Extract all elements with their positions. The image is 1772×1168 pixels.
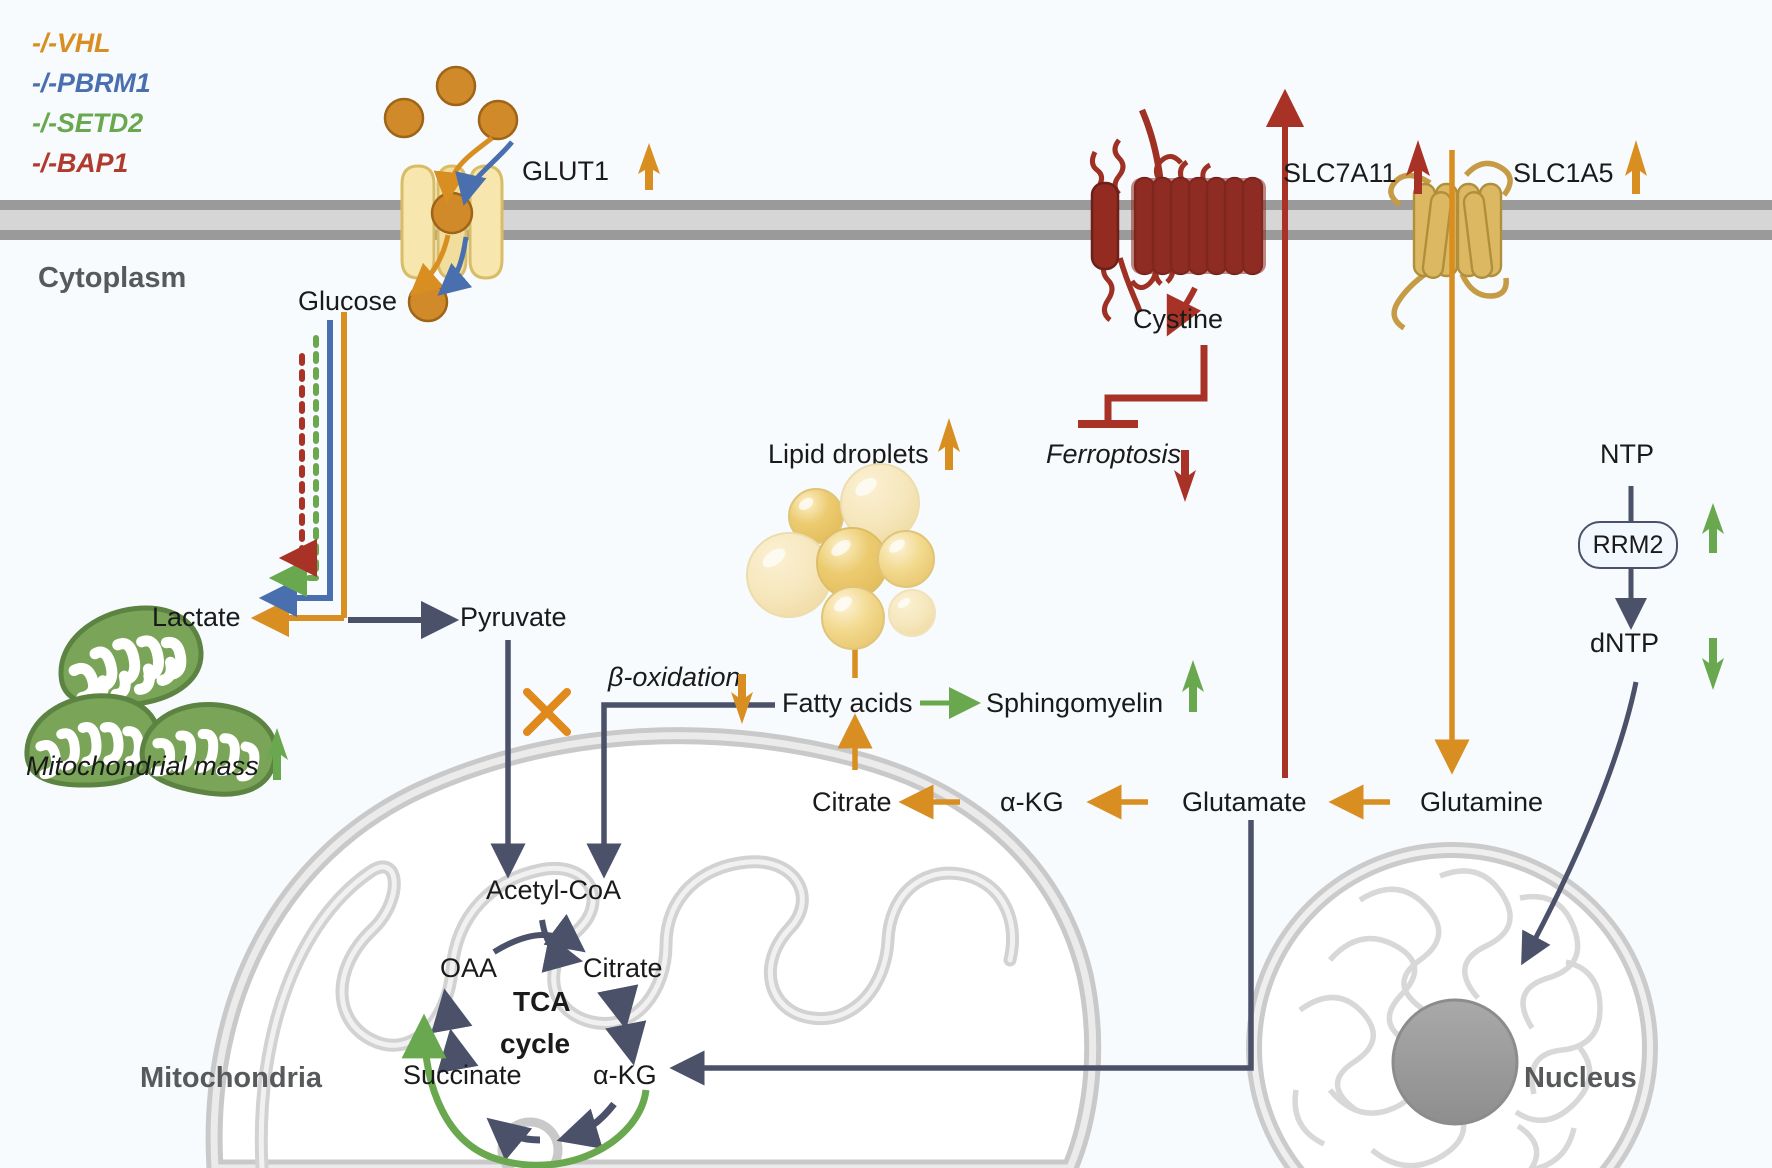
citrate-to-acetylcoa (586, 702, 775, 879)
block-x-icon (523, 688, 571, 736)
process-label-lipid-droplets: Lipid droplets (768, 439, 929, 469)
process-label-ferroptosis: Ferroptosis (1046, 439, 1182, 469)
metabolite-label-citrate-cytosolic: Citrate (812, 787, 892, 817)
metabolite-label-cystine: Cystine (1133, 304, 1224, 334)
legend-item-setd2: -/-SETD2 (32, 108, 143, 138)
tca-cycle-arrows (401, 913, 650, 1168)
compartment-label-mitochondria: Mitochondria (140, 1062, 323, 1094)
process-label-mitochondrial-mass: Mitochondrial mass (26, 751, 259, 781)
annotation-glut1-up-arrow (638, 143, 660, 190)
legend-item-vhl: -/-VHL (32, 28, 111, 58)
transporter-label-slc1a5: SLC1A5 (1513, 158, 1614, 188)
annotation-dntp-down-arrow (1702, 638, 1724, 690)
glycolysis-flux-lines (250, 312, 460, 640)
annotation-lipid-droplets-up-arrow (938, 418, 960, 470)
metabolite-label-akg-mito: α-KG (593, 1060, 657, 1090)
tca-cycle-label-line2: cycle (500, 1028, 571, 1059)
slc7a11-flux (1166, 88, 1305, 778)
glut1-transport-arrows (409, 136, 514, 296)
metabolite-label-dntp: dNTP (1590, 628, 1660, 658)
metabolite-label-ntp: NTP (1600, 439, 1654, 469)
metabolite-label-akg-cytosolic: α-KG (1000, 787, 1064, 817)
mitochondrion-organelle (205, 727, 1102, 1168)
nucleus-organelle (1246, 842, 1658, 1168)
metabolite-label-glutamate: Glutamate (1182, 787, 1307, 817)
annotation-beta-oxidation-down-arrow (731, 674, 753, 724)
annotation-ferroptosis-down-arrow (1174, 450, 1196, 502)
cystine-inhibits-ferroptosis (1078, 345, 1208, 428)
legend-item-pbrm1: -/-PBRM1 (32, 68, 151, 98)
annotation-slc1a5-up-arrow (1625, 140, 1647, 194)
metabolite-label-citrate-mito: Citrate (583, 953, 663, 983)
metabolite-label-succinate: Succinate (403, 1060, 522, 1090)
metabolite-label-fatty-acids: Fatty acids (782, 688, 913, 718)
metabolite-label-lactate: Lactate (152, 602, 241, 632)
transporter-label-slc7a11: SLC7A11 (1283, 158, 1397, 188)
metabolite-label-sphingomyelin: Sphingomyelin (986, 688, 1164, 718)
compartment-label-cytoplasm: Cytoplasm (38, 262, 187, 294)
metabolite-label-glucose: Glucose (298, 286, 398, 316)
glutamate-to-mito-akg (669, 820, 1254, 1086)
annotation-sphingomyelin-up-arrow (1182, 660, 1204, 712)
annotation-slc7a11-up-arrow (1406, 140, 1430, 194)
process-label-beta-oxidation: β-oxidation (608, 662, 741, 692)
tca-cycle-label-line1: TCA (513, 986, 571, 1017)
pyruvate-to-acetylcoa (490, 640, 571, 879)
metabolite-label-acetyl-coa: Acetyl-CoA (486, 875, 622, 905)
enzyme-label-rrm2: RRM2 (1592, 530, 1664, 559)
metabolite-label-pyruvate: Pyruvate (460, 602, 567, 632)
transporter-label-glut1: GLUT1 (522, 156, 610, 186)
annotation-rrm2-up-arrow (1702, 503, 1724, 553)
legend-item-bap1: -/-BAP1 (32, 148, 129, 178)
enzyme-badge-rrm2[interactable]: RRM2 (1578, 521, 1678, 569)
annotation-mitochondrial-mass-up-arrow (266, 728, 288, 780)
slc7a11-transporter (1089, 108, 1266, 322)
mitochondria-cluster (24, 605, 278, 797)
metabolite-label-glutamine: Glutamine (1420, 787, 1544, 817)
metabolite-label-oaa: OAA (440, 953, 498, 983)
compartment-label-nucleus: Nucleus (1524, 1062, 1637, 1094)
